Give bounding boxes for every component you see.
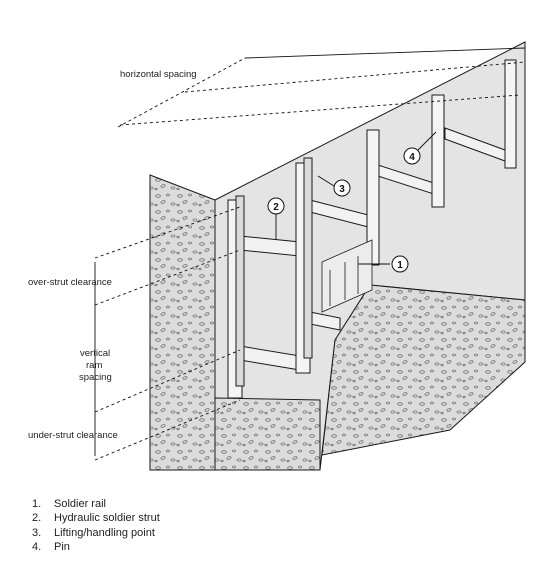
legend-item: 4.Pin bbox=[32, 541, 70, 554]
trench-floor bbox=[214, 397, 321, 471]
svg-text:2: 2 bbox=[273, 202, 279, 213]
callout-3: 3 bbox=[317, 175, 351, 197]
dimension-lines bbox=[94, 47, 526, 461]
soil-right bbox=[321, 284, 526, 456]
callout-4: 4 bbox=[403, 131, 437, 165]
shoring-panel bbox=[321, 239, 373, 313]
soldier-rails bbox=[227, 59, 517, 399]
horizontal-spacing-label: horizontal spacing bbox=[120, 69, 197, 80]
callout-2: 2 bbox=[267, 197, 285, 240]
legend-item: 1.Soldier rail bbox=[32, 498, 106, 510]
under-strut-clearance-label: under-strut clearance bbox=[28, 430, 118, 441]
svg-text:3: 3 bbox=[339, 184, 345, 195]
vertical-ram-spacing-label-3: spacing bbox=[79, 372, 112, 383]
trench-diagram: horizontal spacing over-strut clearance … bbox=[28, 41, 526, 471]
callout-1: 1 bbox=[358, 255, 409, 273]
vertical-ram-spacing-label-1: vertical bbox=[80, 348, 110, 359]
vertical-ram-spacing-label-2: ram bbox=[86, 360, 102, 371]
svg-text:4: 4 bbox=[409, 152, 415, 163]
legend-item: 2.Hydraulic soldier strut bbox=[32, 512, 160, 525]
legend-item: 3.Lifting/handling point bbox=[32, 526, 155, 539]
over-strut-clearance-label: over-strut clearance bbox=[28, 277, 112, 288]
legend: 1.Soldier rail 2.Hydraulic soldier strut… bbox=[32, 497, 160, 555]
svg-text:1: 1 bbox=[397, 260, 403, 271]
